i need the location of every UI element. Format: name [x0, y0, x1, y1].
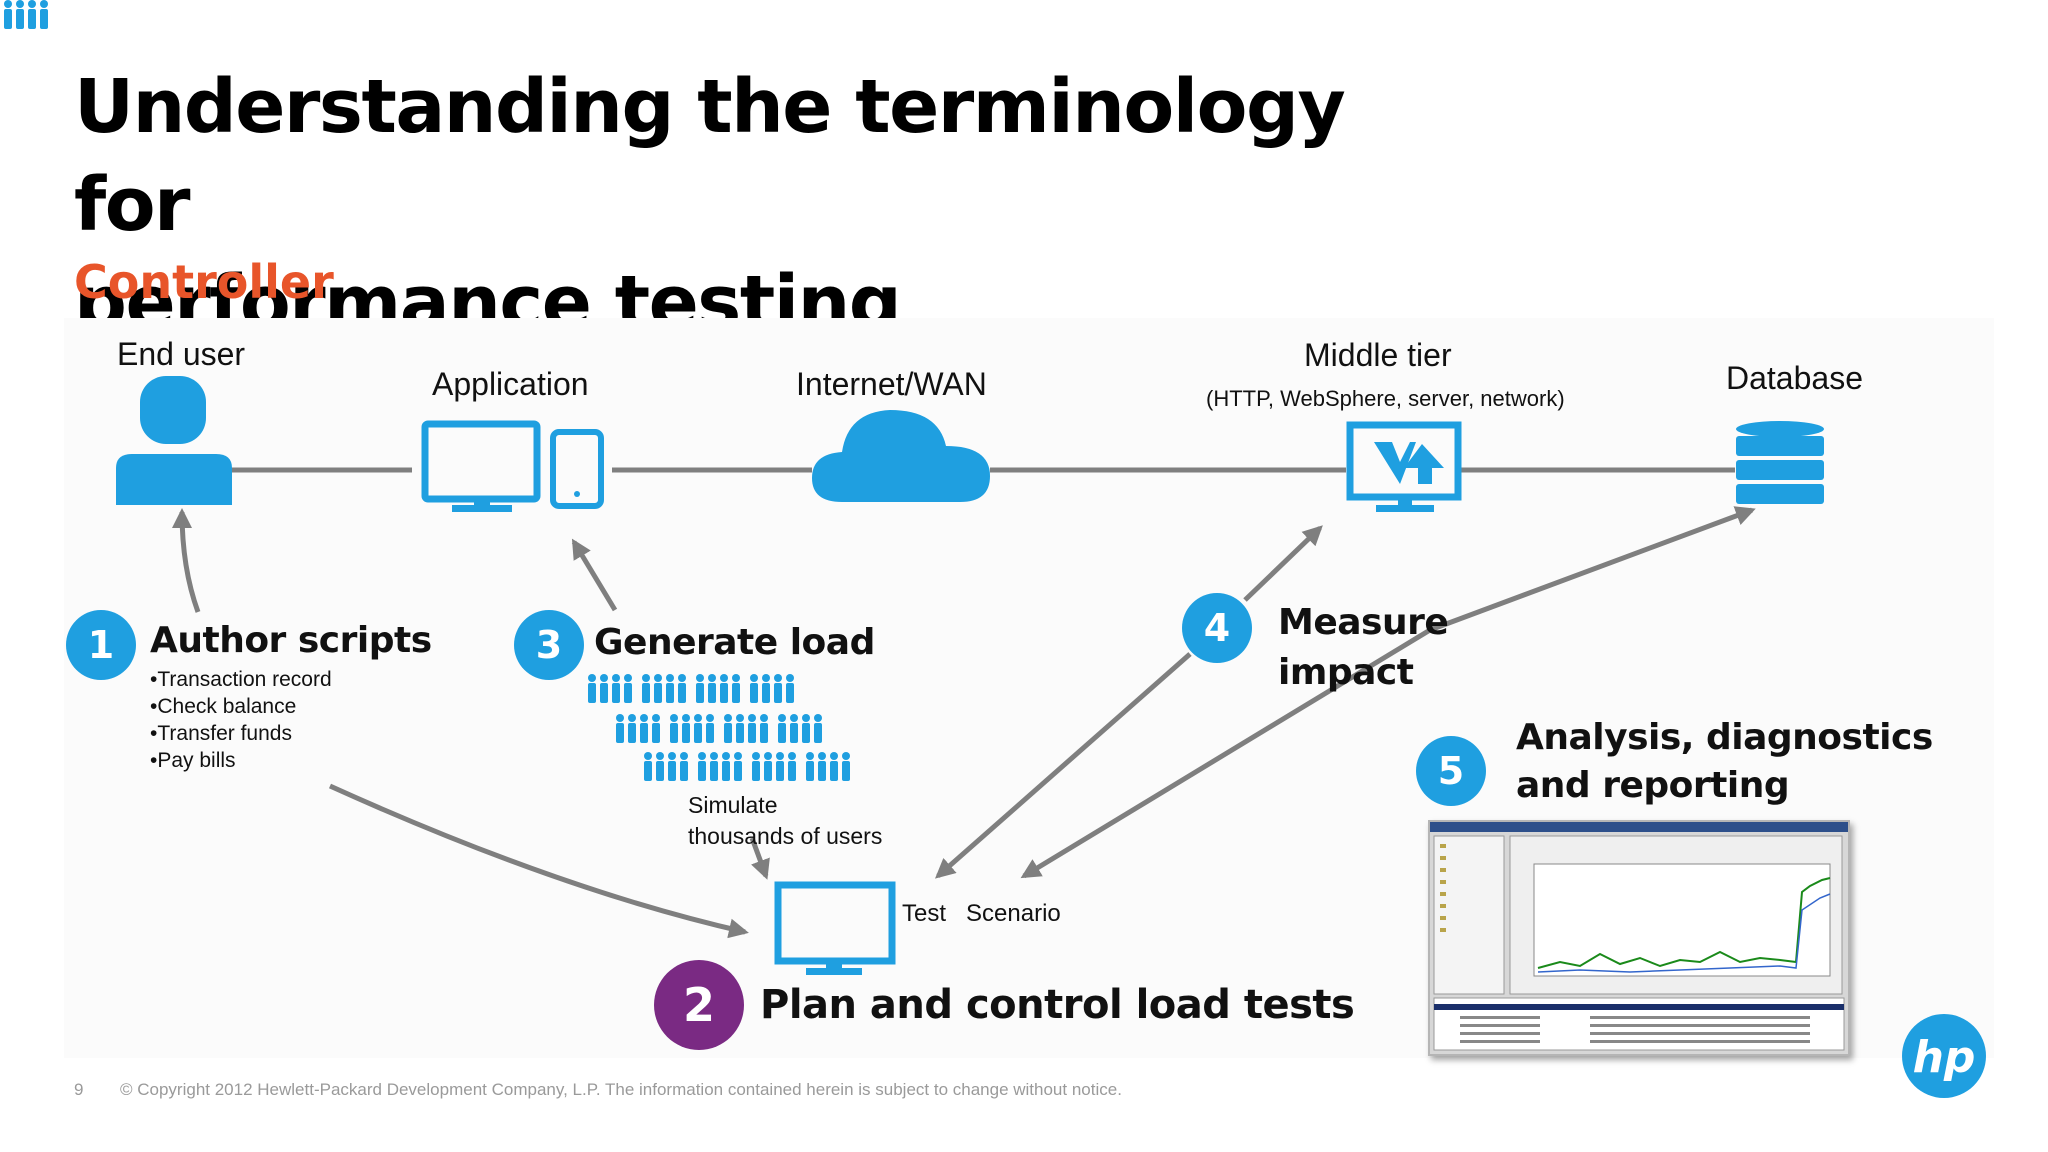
step-1-bullet: Check balance — [150, 693, 332, 720]
step-4-title: Measure impact — [1278, 598, 1449, 698]
analysis-screenshot-graphic — [1430, 822, 1848, 1051]
label-end-user: End user — [117, 336, 246, 372]
step-4-title-line1: Measure — [1278, 602, 1449, 643]
step-5-badge: 5 — [1416, 736, 1486, 806]
step-4-badge: 4 — [1182, 593, 1252, 663]
step-1-badge: 1 — [66, 610, 136, 680]
analysis-screenshot — [1428, 820, 1850, 1056]
step-2-badge: 2 — [654, 960, 744, 1050]
step-5-title-line1: Analysis, diagnostics — [1516, 717, 1933, 758]
step-1-bullet: Transaction record — [150, 666, 331, 693]
label-middle-tier: Middle tier — [1304, 337, 1452, 373]
database-icon — [1736, 421, 1824, 504]
slide-subtitle: Controller — [74, 255, 334, 309]
arrow-users-to-test — [749, 837, 770, 880]
step-3-caption: Simulate thousands of users — [688, 790, 882, 852]
server-monitor-icon — [1346, 421, 1462, 512]
test-monitor-icon — [774, 881, 896, 975]
label-middle-tier-detail: (HTTP, WebSphere, server, network) — [1206, 386, 1565, 411]
step-3-title: Generate load — [594, 622, 875, 663]
label-internet: Internet/WAN — [796, 366, 987, 402]
copyright-notice: © Copyright 2012 Hewlett-Packard Develop… — [120, 1080, 1122, 1099]
arrow-measure-to-test — [934, 652, 1192, 879]
test-scenario-label: Test Scenario — [902, 900, 1061, 928]
hp-logo: hp — [1902, 1014, 1986, 1098]
arrow-author-to-test — [328, 783, 749, 939]
label-application: Application — [432, 366, 589, 402]
arrow-measure-to-middle — [1243, 525, 1323, 602]
arrow-author-to-user — [172, 508, 201, 613]
page-number: 9 — [74, 1080, 84, 1099]
crowd-icon — [4, 0, 850, 781]
slide-title-line1: Understanding the terminology for — [74, 64, 1346, 248]
step-1-title: Author scripts — [150, 620, 432, 661]
step-1-bullets: Transaction record Check balance Transfe… — [150, 666, 332, 774]
step-3-caption-line1: Simulate — [688, 792, 778, 818]
step-arrows — [172, 506, 1756, 939]
cloud-icon — [812, 410, 990, 502]
step-4-title-line2: impact — [1278, 652, 1414, 693]
label-database: Database — [1726, 360, 1863, 396]
arrow-generate-to-app — [571, 538, 618, 612]
step-5-title-line2: and reporting — [1516, 765, 1790, 806]
hp-logo-text: hp — [1913, 1032, 1976, 1083]
test-label: Test — [902, 900, 947, 927]
step-1-bullet: Transfer funds — [150, 720, 332, 747]
person-icon — [116, 376, 232, 505]
step-3-caption-line2: thousands of users — [688, 823, 883, 849]
step-3-badge: 3 — [514, 610, 584, 680]
step-5-title: Analysis, diagnostics and reporting — [1516, 714, 1933, 810]
monitor-icon — [421, 420, 541, 503]
step-1-bullet: Pay bills — [150, 747, 332, 774]
arrow-analysis-to-test — [1020, 627, 1432, 879]
step-2-title: Plan and control load tests — [760, 982, 1355, 1028]
tablet-icon — [550, 429, 604, 509]
arrow-analysis-to-db — [1429, 506, 1756, 633]
scenario-label: Scenario — [966, 900, 1061, 927]
